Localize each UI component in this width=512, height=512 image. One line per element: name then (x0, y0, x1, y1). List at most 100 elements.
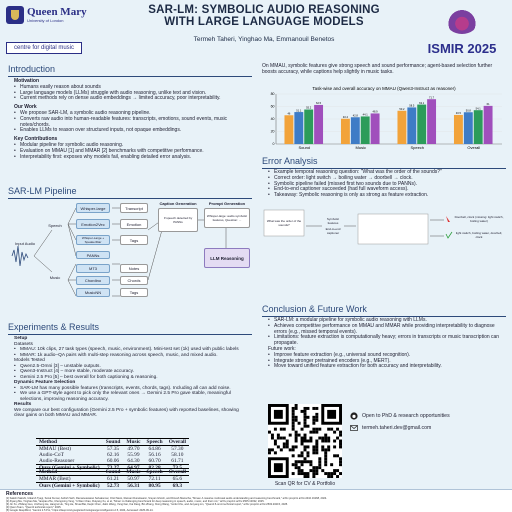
x-tick-label: Sound (298, 145, 310, 150)
qr-module (291, 463, 295, 467)
qr-module (300, 436, 304, 440)
qr-module (312, 451, 316, 455)
centre-logo: centre for digital music (6, 42, 82, 54)
qr-module (339, 463, 342, 467)
qr-module (333, 430, 337, 434)
error-list: Example temporal reasoning question: "Wh… (268, 169, 504, 199)
qr-module (312, 421, 316, 425)
error-analysis-title: Error Analysis (262, 156, 318, 166)
qr-module (276, 436, 280, 440)
qr-module (303, 412, 307, 416)
experiments-title: Experiments & Results (8, 322, 100, 332)
qr-module (282, 442, 286, 446)
qr-code-icon (268, 404, 342, 478)
qr-module (288, 448, 292, 452)
table-cell: 72.11 (148, 476, 161, 482)
output-tags: Tags (120, 235, 148, 245)
data-label: 63.1 (419, 101, 425, 105)
qr-module (339, 457, 342, 461)
data-label: 46 (287, 111, 290, 115)
qr-module (315, 448, 319, 452)
music-label: Music (49, 274, 61, 280)
bar (407, 107, 417, 144)
qr-module (297, 421, 301, 425)
qr-module (315, 427, 319, 431)
table-row: Audio-Reasoner 60.06 64.30 60.70 61.71 (36, 458, 189, 465)
encoder-chordino: Chordino (76, 276, 110, 285)
table-header: Music (123, 438, 144, 446)
qr-module (294, 439, 298, 443)
qr-module (303, 418, 307, 422)
qr-module (282, 436, 286, 440)
datasets-list: MMAU: 10k clips, 27 task types (speech, … (14, 347, 250, 358)
qr-module (288, 433, 292, 437)
qr-module (336, 436, 340, 440)
qr-module (303, 457, 307, 461)
qr-module (309, 469, 313, 473)
qr-module (303, 448, 307, 452)
qr-module (300, 463, 304, 467)
qr-module (339, 442, 342, 446)
qr-module (294, 415, 298, 419)
data-label: 53.2 (399, 107, 405, 111)
qr-module (276, 433, 280, 437)
list-item: Current methods rely on dense audio embe… (14, 96, 248, 102)
qr-module (306, 415, 310, 419)
qr-module (315, 472, 319, 476)
qr-module (285, 442, 289, 446)
qr-module (297, 472, 301, 476)
table-cell: 55.99 (127, 452, 140, 458)
list-item: Qwen3-Instruct [4] – more stable, modera… (14, 369, 250, 375)
qr-module (312, 445, 316, 449)
qr-module (303, 406, 307, 410)
table-cell: 61.71 (171, 458, 184, 464)
error-fig-wrong: Doorbell, clock (missing: light switch, … (454, 215, 504, 223)
email-row[interactable]: termeh.taheri.dev@gmail.com (350, 424, 431, 432)
qr-module (309, 463, 313, 467)
table-header: Sound (102, 438, 124, 446)
qr-module (303, 433, 307, 437)
qr-module (321, 445, 325, 449)
qr-module (339, 472, 342, 476)
qr-module (309, 460, 313, 464)
poster-header: Queen Mary University of London centre f… (4, 4, 508, 60)
qr-module (324, 457, 328, 461)
table-cell: Audio-Reasoner (39, 458, 75, 464)
data-label: 51.1 (296, 108, 302, 112)
list-item: Evaluation on MMAU [1] and MMAR [2] benc… (14, 148, 248, 155)
qr-module (324, 433, 328, 437)
list-item: Qwen2.5-Omni [3] – unstable outputs. (14, 364, 250, 370)
qr-module (327, 436, 331, 440)
encoder-diar: Whisper-Large + SpeakerDiar (76, 235, 110, 245)
qr-module (312, 475, 316, 478)
qr-module (297, 469, 301, 473)
list-item: Modular pipeline for symbolic audio reas… (14, 142, 248, 149)
dyn-label: Dynamic Feature Selection (14, 380, 76, 385)
list-item: SAR-LM: a modular pipeline for symbolic … (268, 317, 504, 324)
qr-finder (327, 409, 337, 419)
qr-module (321, 469, 325, 473)
qr-module (297, 460, 301, 464)
list-item: We use a GPT-style agent to pick only th… (14, 391, 250, 402)
ourwork-list: We propose SAR-LM, a symbolic audio reas… (14, 110, 248, 134)
list-item: Limitations: feature extraction is compu… (268, 335, 504, 347)
qr-code[interactable] (268, 404, 342, 478)
chart-svg: Task-wise and overall accuracy on MMAU (… (271, 86, 502, 150)
qr-module (339, 460, 342, 464)
table-header: Method (36, 468, 103, 476)
bar (284, 115, 294, 144)
qr-module (315, 412, 319, 416)
motivation-label: Motivation (14, 78, 39, 84)
results-label: Results (14, 402, 32, 407)
conference-name: ISMIR 2025 (427, 41, 497, 56)
qr-module (300, 454, 304, 458)
github-row[interactable]: Open to PhD & research opportunities (350, 412, 450, 420)
future-label: Future work: (268, 345, 296, 352)
qr-module (306, 460, 310, 464)
qr-module (333, 469, 337, 473)
encoder-mt3: MT3 (76, 264, 110, 273)
qr-module (312, 418, 316, 422)
ourwork-label: Our Work (14, 104, 37, 111)
qr-module (315, 469, 319, 473)
results-text: We compare our best configuration (Gemin… (14, 407, 239, 419)
